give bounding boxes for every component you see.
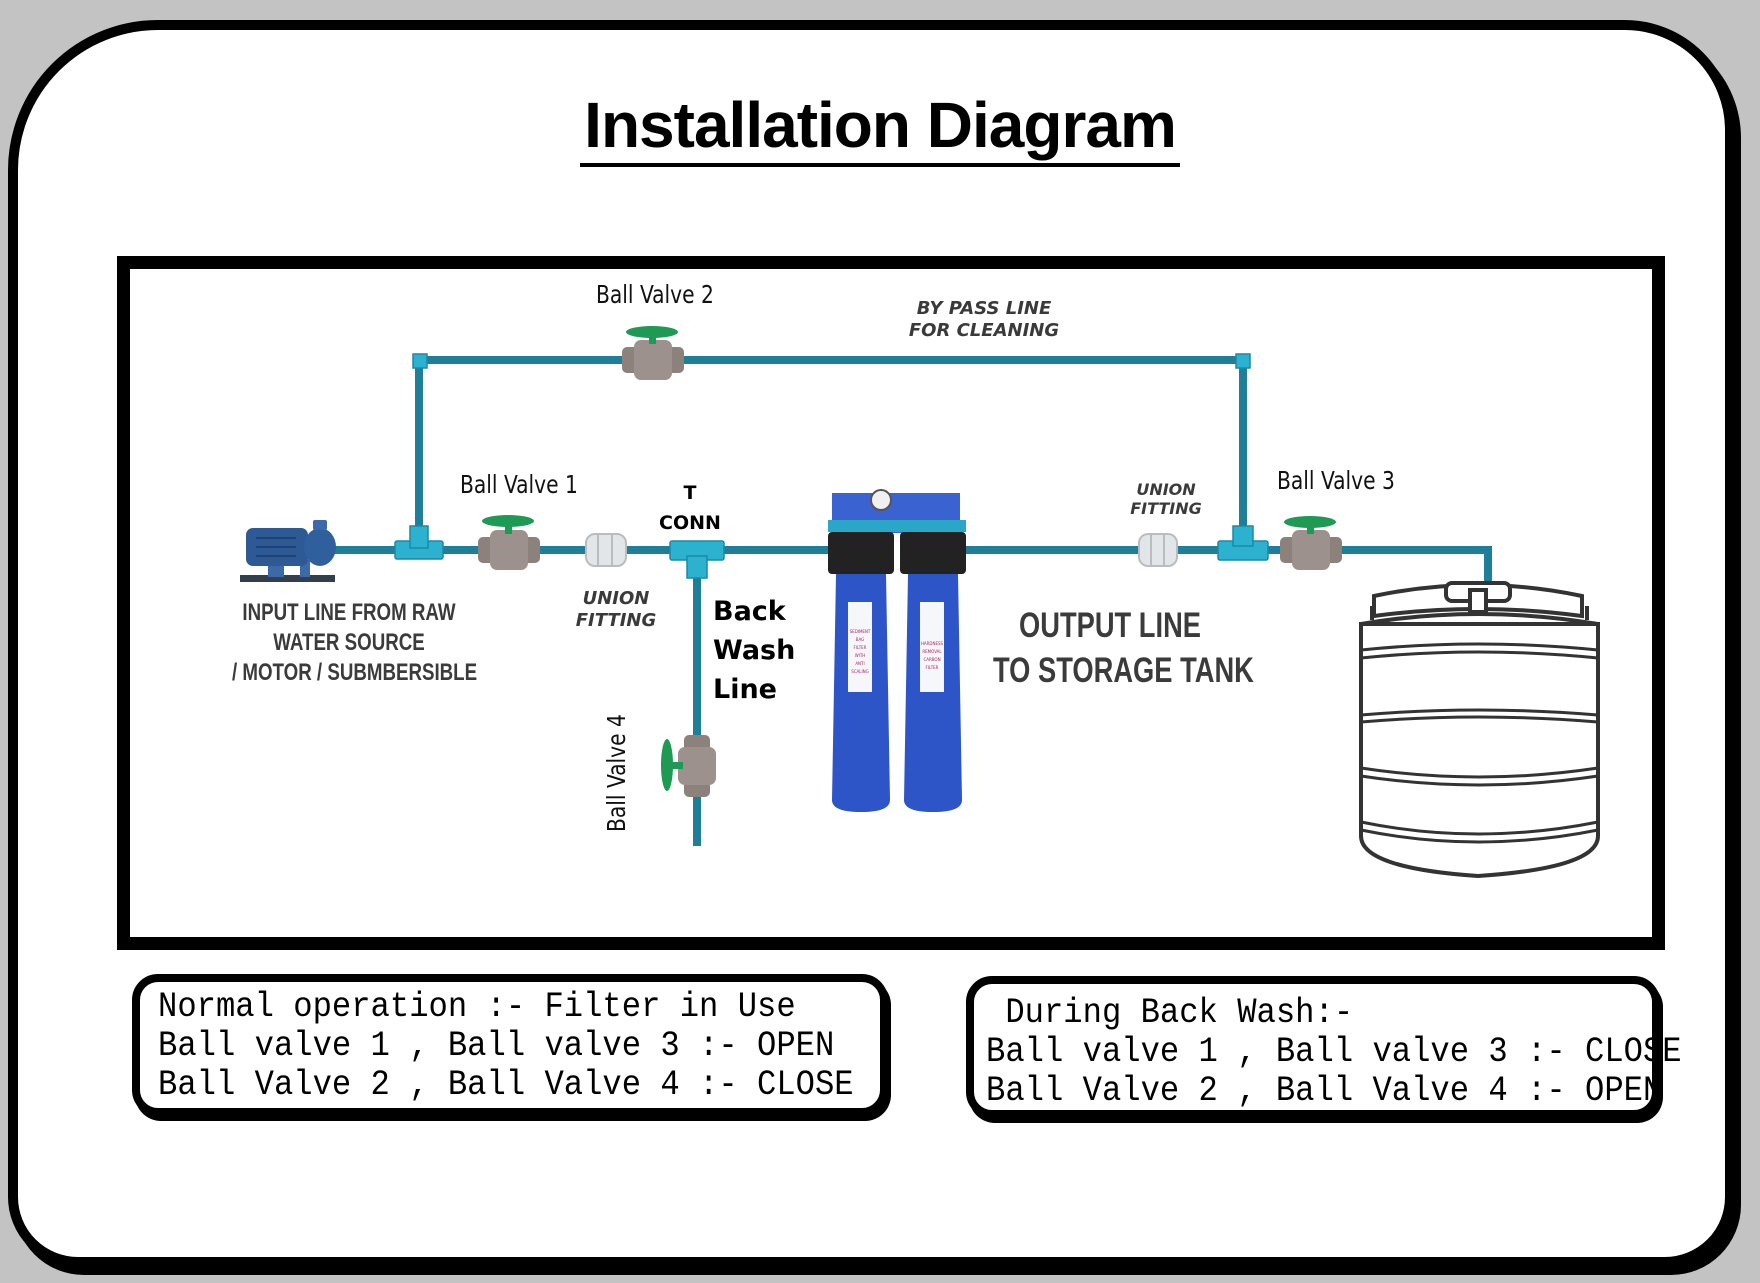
filter-1-sticker: SEDIMENT BAG FILTER WITH ANTI SCALING: [848, 628, 872, 676]
bypass-line-label: BY PASS LINE FOR CLEANING: [892, 298, 1076, 341]
back-wash-line-label-line1: Back: [713, 596, 786, 627]
union-fitting-left-label-line1: UNION: [582, 588, 650, 609]
output-line-label-line2: TO STORAGE TANK: [993, 651, 1254, 690]
bypass-elbow-left: [412, 353, 428, 369]
page-title: Installation Diagram: [0, 88, 1760, 167]
t-conn-label-line2: CONN: [659, 512, 721, 534]
t-conn-label: T CONN: [648, 478, 732, 538]
ball-valve-4-icon: [661, 735, 716, 797]
ball-valve-2-icon: [622, 326, 684, 380]
output-line-label: OUTPUT LINE TO STORAGE TANK: [993, 603, 1254, 693]
filter-1-sticker-line: ANTI: [855, 661, 865, 666]
storage-tank-icon: [1359, 581, 1600, 879]
filter-housing-1: [828, 532, 894, 812]
filter-1-sticker-line: FILTER: [853, 645, 867, 650]
bypass-tee-left: [394, 525, 444, 560]
tee-fittings: [394, 353, 1269, 579]
title-text: Installation Diagram: [580, 89, 1180, 167]
input-line-label-line1: INPUT LINE FROM RAW: [242, 599, 456, 626]
bypass-elbow-right: [1235, 353, 1251, 369]
filter-1-sticker-line: SEDIMENT: [849, 629, 871, 634]
backwash-note-line-1: During Back Wash:-: [986, 993, 1354, 1033]
bypass-line-label-line2: FOR CLEANING: [908, 319, 1060, 341]
filter-2-sticker-line: FILTER: [925, 665, 939, 670]
back-wash-line-label: Back Wash Line: [713, 592, 795, 709]
input-line-label-line2: WATER SOURCE: [273, 629, 425, 656]
output-line-label-line1: OUTPUT LINE: [1018, 606, 1201, 645]
ball-valve-4-label: Ball Valve 4: [602, 714, 631, 832]
ball-valve-3-label: Ball Valve 3: [1277, 466, 1395, 495]
ball-valve-3-icon: [1280, 516, 1342, 570]
t-connector: [669, 540, 725, 579]
filter-1-sticker-line: WITH: [854, 653, 866, 658]
ball-valve-2-label: Ball Valve 2: [596, 280, 714, 309]
filter-2-sticker-line: REMOVAL: [922, 649, 942, 654]
filter-1-sticker-line: BAG: [855, 637, 865, 642]
backwash-note: During Back Wash:- Ball valve 1 , Ball v…: [966, 976, 1682, 1118]
union-fitting-left-label-line2: FITTING: [575, 609, 657, 631]
union-fitting-right-label: UNION FITTING: [1120, 480, 1212, 518]
filter-2-sticker-line: CARBON: [923, 657, 941, 662]
input-line-label: INPUT LINE FROM RAW WATER SOURCE / MOTOR…: [232, 598, 478, 688]
union-fitting-right-label-line2: FITTING: [1130, 499, 1202, 519]
back-wash-line-label-line3: Line: [713, 674, 777, 705]
normal-note-line-3: Ball Valve 2 , Ball Valve 4 :- CLOSE: [158, 1065, 854, 1105]
union-fitting-right-icon: [1138, 533, 1178, 567]
filter-2-sticker-line: HARDNESS: [920, 641, 944, 646]
filter-2-sticker: HARDNESS REMOVAL CARBON FILTER: [920, 640, 944, 672]
filter-housing-2: [900, 532, 966, 812]
filter-1-sticker-line: SCALING: [851, 669, 869, 674]
union-fitting-right-label-line1: UNION: [1136, 480, 1196, 499]
bypass-line-label-line1: BY PASS LINE: [916, 298, 1052, 319]
backwash-note-line-3: Ball Valve 2 , Ball Valve 4 :- OPEN: [986, 1071, 1663, 1111]
backwash-note-line-2: Ball valve 1 , Ball valve 3 :- CLOSE: [986, 1032, 1682, 1072]
union-fitting-left-label: UNION FITTING: [570, 588, 662, 631]
normal-note-line-1: Normal operation :- Filter in Use: [158, 987, 796, 1027]
normal-note-line-2: Ball valve 1 , Ball valve 3 :- OPEN: [158, 1026, 835, 1066]
pump-motor-icon: [240, 520, 336, 582]
t-conn-label-line1: T: [683, 482, 697, 504]
back-wash-line-label-line2: Wash: [713, 635, 796, 666]
union-fitting-left-icon: [585, 533, 627, 567]
water-filter-system-icon: [828, 489, 966, 812]
normal-operation-note: Normal operation :- Filter in Use Ball v…: [132, 974, 888, 1116]
input-line-label-line3: / MOTOR / SUBMBERSIBLE: [232, 659, 478, 686]
bypass-pipe: [415, 356, 1247, 554]
ball-valve-1-label: Ball Valve 1: [460, 470, 578, 499]
bypass-tee-right: [1217, 525, 1269, 561]
ball-valve-1-icon: [478, 515, 540, 570]
